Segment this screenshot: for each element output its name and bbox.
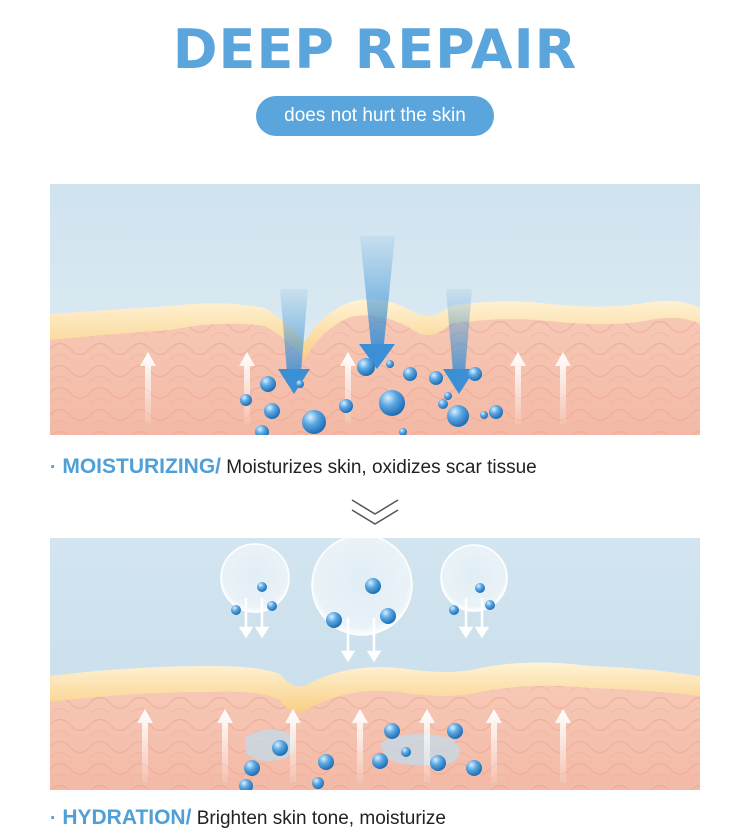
hydration-illustration bbox=[50, 538, 700, 790]
skin-texture bbox=[50, 682, 700, 790]
hydration-heading: HYDRATION/ bbox=[62, 806, 192, 829]
page-title: DEEP REPAIR bbox=[172, 18, 578, 81]
bullet: · bbox=[50, 457, 57, 478]
down-arrow-icon bbox=[238, 598, 490, 663]
subtitle-badge: does not hurt the skin bbox=[256, 96, 494, 136]
water-droplet-icon bbox=[240, 358, 503, 435]
hydration-illustration-svg bbox=[50, 538, 700, 790]
funnel-arrow-icon bbox=[278, 236, 475, 394]
skin-surface bbox=[50, 299, 700, 360]
double-chevron-down-icon bbox=[351, 499, 399, 525]
moisturizing-illustration bbox=[50, 184, 700, 435]
hydration-caption: ·HYDRATION/ Brighten skin tone, moisturi… bbox=[50, 806, 446, 830]
bullet: · bbox=[50, 808, 57, 829]
moisturizing-description: Moisturizes skin, oxidizes scar tissue bbox=[226, 457, 537, 478]
moisturizing-heading: MOISTURIZING/ bbox=[62, 455, 221, 478]
up-arrow-icon bbox=[137, 709, 571, 783]
water-droplet-icon bbox=[231, 578, 495, 790]
skin-surface bbox=[50, 662, 700, 713]
hydration-description: Brighten skin tone, moisturize bbox=[196, 808, 446, 829]
moisturizing-caption: ·MOISTURIZING/ Moisturizes skin, oxidize… bbox=[50, 455, 537, 479]
skin-texture bbox=[50, 310, 700, 435]
moisturizing-illustration-svg bbox=[50, 184, 700, 435]
up-arrow-icon bbox=[140, 352, 571, 424]
